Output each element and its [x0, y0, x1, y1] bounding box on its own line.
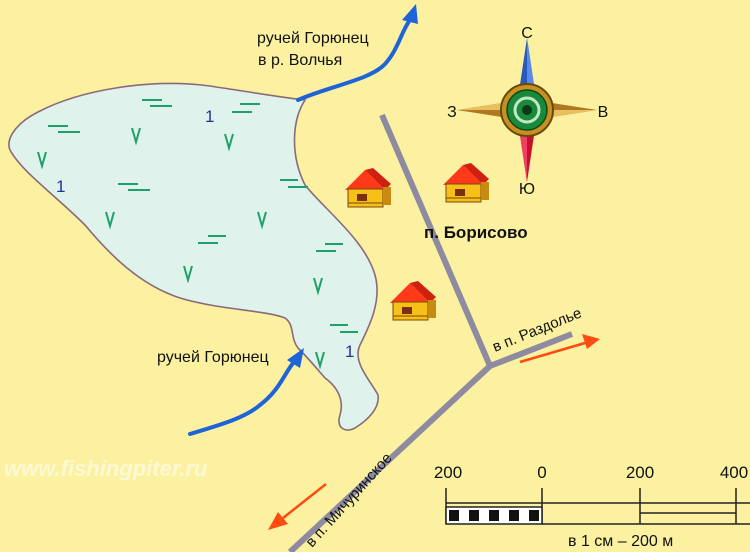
stream-top-label-line2: в р. Волчья	[258, 52, 342, 69]
roads	[287, 113, 574, 552]
lake	[8, 82, 379, 431]
depth-mark: 1	[205, 107, 214, 126]
compass-west-label: З	[447, 104, 457, 121]
scale-tick-label: 200	[626, 463, 654, 482]
watermark: www.fishingpiter.ru	[4, 456, 208, 481]
depth-mark: 1	[345, 342, 354, 361]
compass-rose	[457, 38, 597, 182]
house-icon	[345, 168, 391, 208]
stream-bottom-label: ручей Горюнец	[157, 349, 269, 366]
depth-mark: 1	[56, 177, 65, 196]
road-arrow-southwest	[268, 483, 327, 530]
stream-bottom	[188, 348, 304, 436]
scale-caption: в 1 см – 200 м	[568, 533, 673, 550]
compass-north-label: С	[521, 25, 533, 42]
compass-south-label: Ю	[519, 181, 535, 198]
stream-top-label-line1: ручей Горюнец	[257, 30, 369, 47]
scale-bar: 200 0 200 400 в 1 см – 200 м	[434, 463, 750, 550]
stream-top	[296, 4, 418, 102]
scale-tick-label: 0	[537, 463, 546, 482]
road-southwest-label: в п. Мичуринское	[302, 450, 395, 551]
road-arrow-east	[519, 334, 600, 364]
house-icon	[443, 163, 489, 203]
house-icon	[390, 281, 436, 321]
marsh-symbols	[37, 99, 358, 370]
compass-east-label: В	[598, 104, 609, 121]
scale-tick-label: 200	[434, 463, 462, 482]
village-label: п. Борисово	[424, 223, 528, 242]
scale-tick-label: 400	[720, 463, 748, 482]
